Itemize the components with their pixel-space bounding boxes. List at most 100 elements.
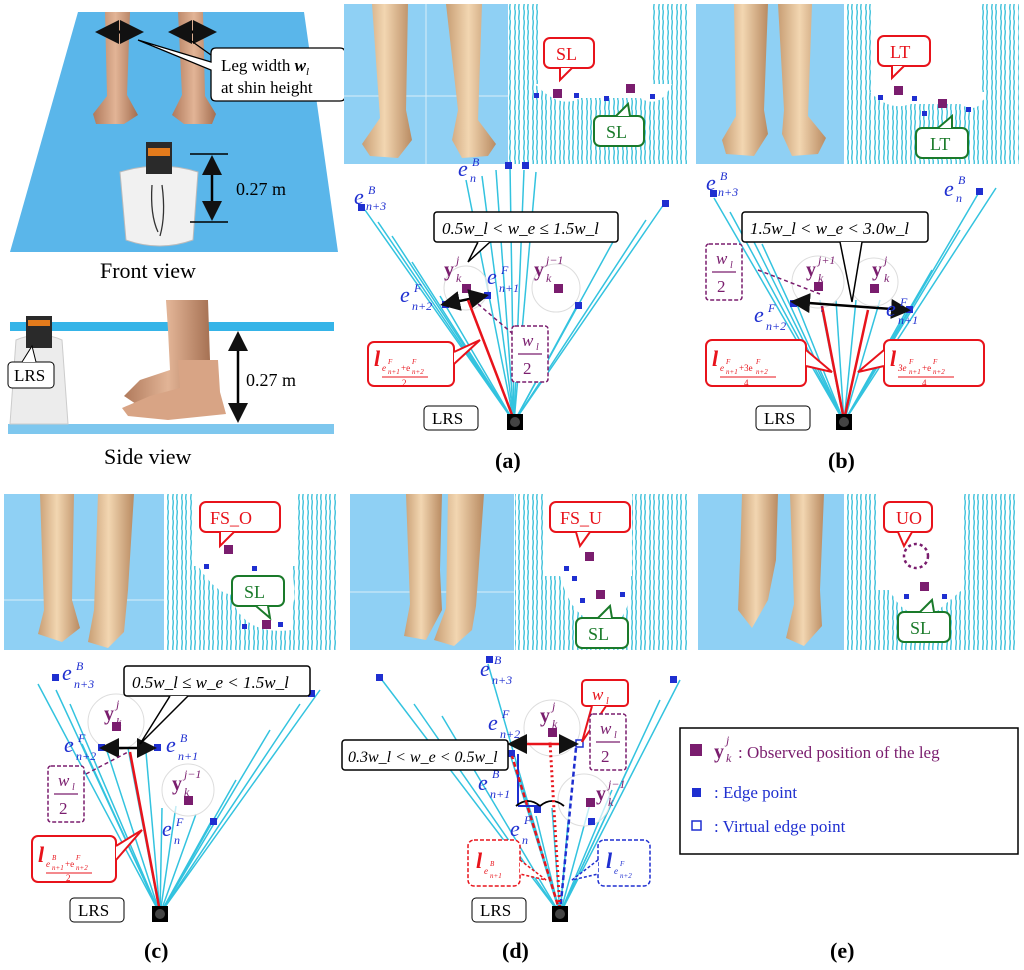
svg-text:n: n — [470, 171, 476, 185]
lrs-sensor-front — [146, 142, 172, 174]
svg-text:e: e — [944, 176, 954, 201]
avatar-leg-right — [786, 494, 824, 646]
svg-text:w: w — [592, 685, 604, 704]
svg-text:y: y — [534, 259, 544, 281]
svg-text:e: e — [458, 156, 468, 181]
legend-leg-symbol — [690, 744, 702, 756]
svg-text:F: F — [413, 281, 422, 295]
avatar-leg-left — [404, 494, 442, 640]
sensor-stand-front — [119, 165, 199, 247]
svg-text:e: e — [754, 302, 764, 327]
svg-text:e: e — [480, 656, 490, 681]
svg-text:k: k — [818, 271, 824, 285]
svg-text:F: F — [767, 301, 776, 315]
svg-text:+e: +e — [401, 363, 410, 373]
svg-text:e: e — [886, 296, 896, 321]
svg-text:F: F — [755, 358, 761, 366]
svg-text:F: F — [387, 358, 393, 366]
svg-text:B: B — [720, 169, 728, 183]
lrs-side-label: LRS — [14, 366, 45, 385]
svg-text:e: e — [166, 732, 176, 757]
svg-text:B: B — [492, 767, 500, 781]
panel-c-lrs: LRS — [78, 901, 109, 920]
svg-text:B: B — [76, 659, 84, 673]
panel-e: UO SL (e) — [698, 494, 1017, 963]
svg-text:F: F — [175, 815, 184, 829]
legend-virtual-edge-symbol — [691, 820, 702, 831]
avatar-leg-right — [446, 4, 496, 158]
panel-b-lrs: LRS — [764, 409, 795, 428]
svg-text:B: B — [368, 183, 376, 197]
svg-text:n+1: n+1 — [909, 368, 921, 376]
svg-text:F: F — [899, 295, 908, 309]
svg-text:j+1: j+1 — [816, 253, 835, 267]
svg-text:k: k — [116, 715, 122, 729]
avatar-leg-right — [778, 4, 826, 156]
panel-b-bubble-2: LT — [915, 113, 969, 159]
svg-text:n: n — [174, 833, 180, 847]
side-view-caption: Side view — [104, 444, 191, 469]
svg-text:n+2: n+2 — [756, 368, 768, 376]
svg-text:l: l — [606, 848, 613, 873]
legend-observed: : Observed position of the leg — [738, 743, 940, 762]
panel-b-bubble-1: LT — [877, 35, 931, 81]
avatar-leg-left — [738, 494, 778, 628]
svg-text:1.5w_l < w_e < 3.0w_l: 1.5w_l < w_e < 3.0w_l — [750, 219, 909, 238]
svg-text:w: w — [600, 719, 612, 738]
svg-text:2: 2 — [66, 873, 71, 883]
svg-text:F: F — [411, 358, 417, 366]
panel-e-caption: (e) — [830, 938, 854, 963]
leg-position-marker — [553, 89, 562, 98]
svg-text:n+3: n+3 — [74, 677, 94, 691]
svg-text:n: n — [522, 833, 528, 847]
svg-text:2: 2 — [523, 359, 532, 378]
panel-b-condition: 1.5w_l < w_e < 3.0w_l — [741, 211, 929, 303]
svg-text:n+1: n+1 — [490, 787, 510, 801]
svg-text:n+2: n+2 — [412, 368, 424, 376]
svg-text:n+2: n+2 — [76, 749, 96, 763]
leg-position-marker — [626, 84, 635, 93]
svg-text:F: F — [619, 860, 625, 868]
panel-d-blue-length: l eFn+2 — [571, 839, 651, 887]
svg-text:n+1: n+1 — [388, 368, 400, 376]
svg-text:+e: +e — [922, 363, 931, 373]
svg-text:e: e — [62, 660, 72, 685]
svg-text:F: F — [908, 358, 914, 366]
shin-height-text: at shin height — [221, 78, 313, 97]
svg-text:e: e — [162, 816, 172, 841]
svg-text:w: w — [522, 331, 534, 350]
svg-text:k: k — [726, 751, 732, 765]
svg-text:k: k — [546, 271, 552, 285]
svg-text:SL: SL — [910, 618, 931, 638]
svg-text:SL: SL — [556, 44, 577, 64]
svg-text:2: 2 — [402, 378, 407, 388]
avatar-leg-left — [362, 4, 412, 158]
svg-text:+3e: +3e — [739, 363, 753, 373]
svg-text:SL: SL — [244, 582, 265, 602]
svg-text:F: F — [77, 731, 86, 745]
panel-d-condition: 0.3w_l < w_e < 0.5w_l — [341, 739, 509, 771]
svg-text:l: l — [712, 346, 719, 371]
svg-text:n+1: n+1 — [726, 368, 738, 376]
svg-text:l: l — [730, 260, 733, 271]
svg-text:F: F — [75, 854, 81, 862]
panel-d-red-length: l eBn+1 — [467, 839, 547, 887]
panel-d-caption: (d) — [502, 938, 529, 963]
svg-text:LT: LT — [890, 42, 910, 62]
legend-edge-symbol — [692, 788, 701, 797]
svg-text:l: l — [890, 346, 897, 371]
panel-e-bubble-1: UO — [883, 501, 933, 549]
panel-a-bubble-1: SL — [543, 37, 595, 83]
panel-c-bubble-2: SL — [231, 575, 285, 621]
svg-text:j: j — [454, 253, 460, 267]
svg-text:2: 2 — [601, 747, 610, 766]
front-view-caption: Front view — [100, 258, 196, 283]
avatar-leg-left — [38, 494, 80, 642]
svg-text:e: e — [64, 732, 74, 757]
svg-text:n+3: n+3 — [366, 199, 386, 213]
